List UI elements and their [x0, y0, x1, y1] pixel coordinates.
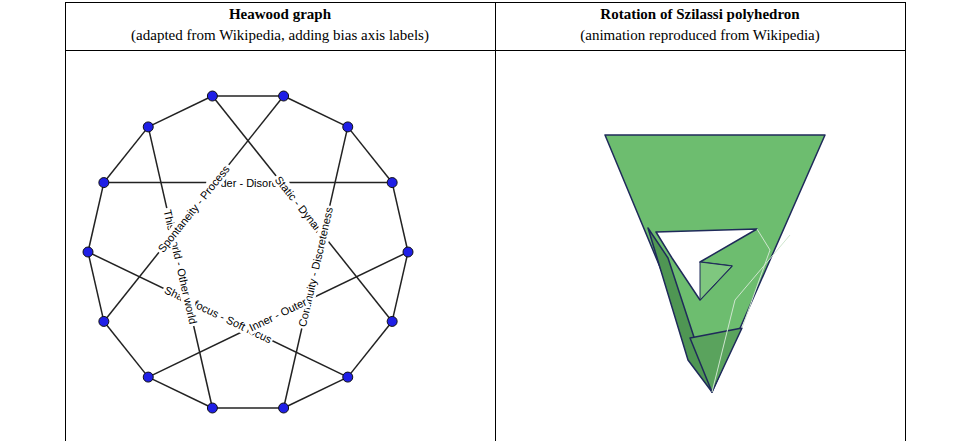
graph-vertex — [403, 247, 413, 257]
szilassi-polyhedron — [605, 135, 825, 392]
graph-vertex — [279, 403, 289, 413]
column-header: (animation reproduced from Wikipedia) — [580, 27, 819, 44]
graph-vertex — [387, 178, 397, 188]
graph-vertex — [99, 316, 109, 326]
graph-edge — [348, 127, 392, 183]
column-header: Heawood graph — [229, 6, 331, 23]
graph-vertex — [143, 372, 153, 382]
column-header: Rotation of Szilassi polyhedron — [600, 6, 799, 23]
graph-vertex — [343, 372, 353, 382]
graph-vertex — [143, 122, 153, 132]
graph-vertex — [99, 178, 109, 188]
graph-edge — [88, 183, 104, 252]
graph-edge — [212, 407, 283, 409]
heawood-graph — [83, 91, 413, 413]
graph-edge — [348, 321, 392, 377]
graph-edge — [148, 127, 212, 408]
graph-vertex — [207, 403, 217, 413]
table-lines — [65, 2, 906, 441]
graph-edge — [212, 95, 283, 97]
graph-edge — [148, 377, 212, 408]
graph-vertex — [279, 91, 289, 101]
graph-edge — [88, 252, 104, 321]
graph-vertex — [343, 122, 353, 132]
graph-vertex — [387, 316, 397, 326]
graph-edge — [392, 252, 408, 321]
graph-edge — [284, 377, 348, 408]
graph-edge — [392, 183, 408, 252]
graph-edge — [212, 96, 392, 321]
axis-label: Sharp focus - Soft focus — [160, 282, 275, 346]
graph-edge — [104, 96, 284, 321]
graph-edge — [148, 96, 212, 127]
graph-vertex — [83, 247, 93, 257]
graph-edge — [104, 127, 148, 183]
graph-edge — [284, 127, 348, 408]
column-header: (adapted from Wikipedia, adding bias axi… — [131, 27, 429, 44]
graph-edge — [104, 321, 148, 377]
graph-edge — [284, 96, 348, 127]
graph-vertex — [207, 91, 217, 101]
